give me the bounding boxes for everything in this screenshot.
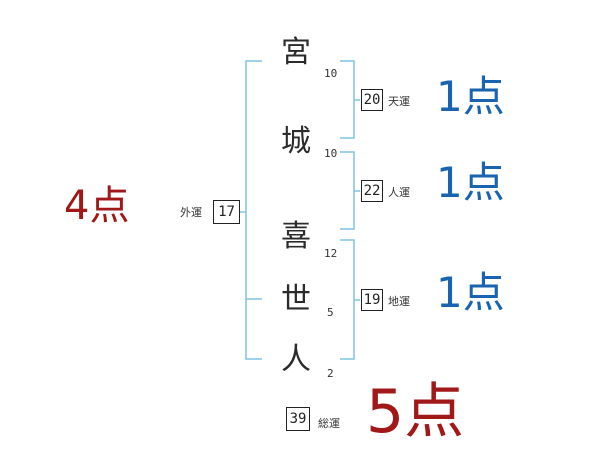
- name-char-4: 世: [281, 282, 311, 317]
- gai-fortune-points: 4点: [64, 183, 130, 229]
- jin-fortune-box: 22: [361, 180, 383, 202]
- jin-fortune-points: 1点: [436, 158, 505, 207]
- chi-fortune-box: 19: [361, 289, 383, 311]
- jin-fortune-bracket: [340, 151, 355, 230]
- gai-fortune-label: 外運: [180, 206, 202, 219]
- ten-fortune-label: 天運: [388, 95, 410, 108]
- stroke-count-5: 2: [327, 367, 334, 380]
- name-char-1: 宮: [281, 35, 311, 70]
- so-fortune-box: 39: [286, 407, 310, 431]
- outer-fortune-bracket: [245, 60, 262, 360]
- name-char-2: 城: [281, 124, 311, 159]
- stroke-count-2: 10: [324, 147, 338, 160]
- stroke-count-1: 10: [324, 67, 338, 80]
- jin-fortune-label: 人運: [388, 186, 410, 199]
- stroke-count-3: 12: [324, 247, 338, 260]
- ten-fortune-box: 20: [361, 89, 383, 111]
- ten-fortune-bracket: [340, 60, 355, 139]
- so-fortune-label: 総運: [318, 417, 340, 430]
- name-char-5: 人: [281, 342, 311, 377]
- chi-fortune-label: 地運: [388, 295, 410, 308]
- ten-fortune-points: 1点: [436, 72, 505, 121]
- gai-fortune-box: 17: [213, 200, 240, 224]
- so-fortune-points: 5点: [366, 377, 465, 447]
- name-char-3: 喜: [281, 219, 311, 254]
- stroke-count-4: 5: [327, 306, 334, 319]
- chi-fortune-points: 1点: [436, 268, 505, 317]
- chi-fortune-bracket: [340, 239, 355, 360]
